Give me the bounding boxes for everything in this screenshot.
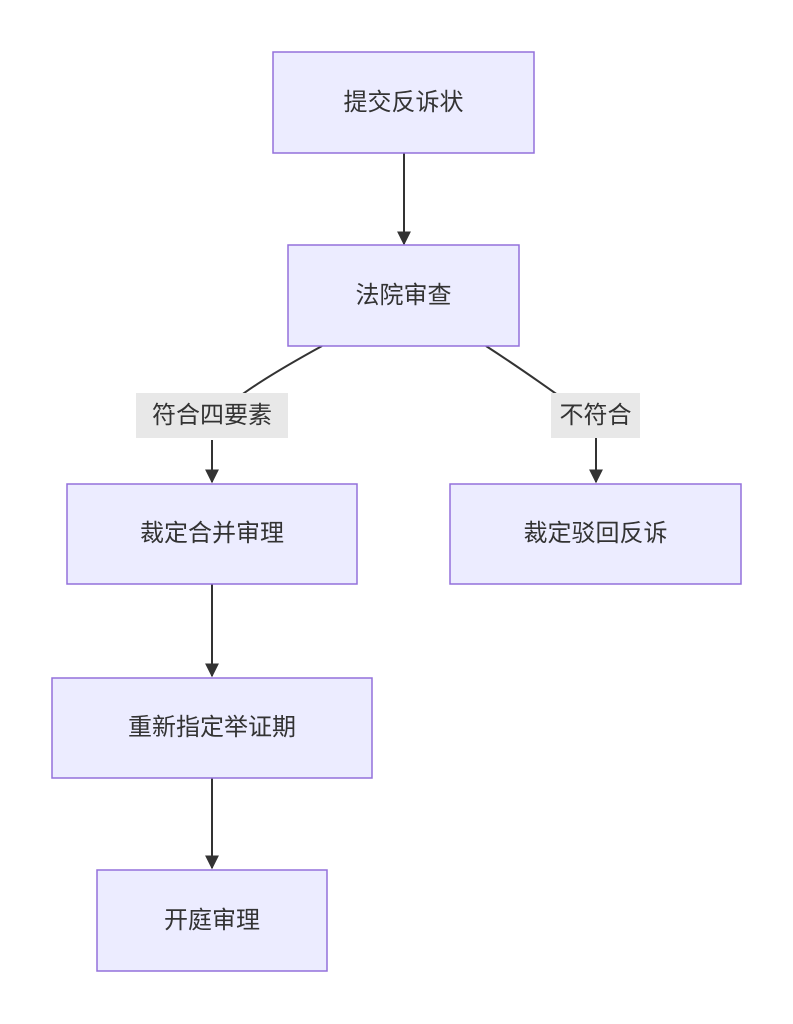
edge-label-fails: 不符合 (551, 393, 640, 438)
node-trial-label: 开庭审理 (164, 906, 260, 934)
node-submit: 提交反诉状 (272, 51, 535, 154)
node-merge: 裁定合并审理 (66, 483, 358, 585)
node-reassign: 重新指定举证期 (51, 677, 373, 779)
node-submit-label: 提交反诉状 (344, 88, 464, 116)
node-review: 法院审查 (287, 244, 520, 347)
node-reassign-label: 重新指定举证期 (128, 713, 296, 741)
node-trial: 开庭审理 (96, 869, 328, 972)
node-merge-label: 裁定合并审理 (140, 519, 284, 547)
edge-label-meets-text: 符合四要素 (152, 401, 272, 429)
node-reject-label: 裁定驳回反诉 (524, 519, 668, 547)
node-reject: 裁定驳回反诉 (449, 483, 742, 585)
edge-label-meets: 符合四要素 (136, 393, 288, 438)
edge-label-fails-text: 不符合 (560, 401, 632, 429)
node-review-label: 法院审查 (356, 281, 452, 309)
